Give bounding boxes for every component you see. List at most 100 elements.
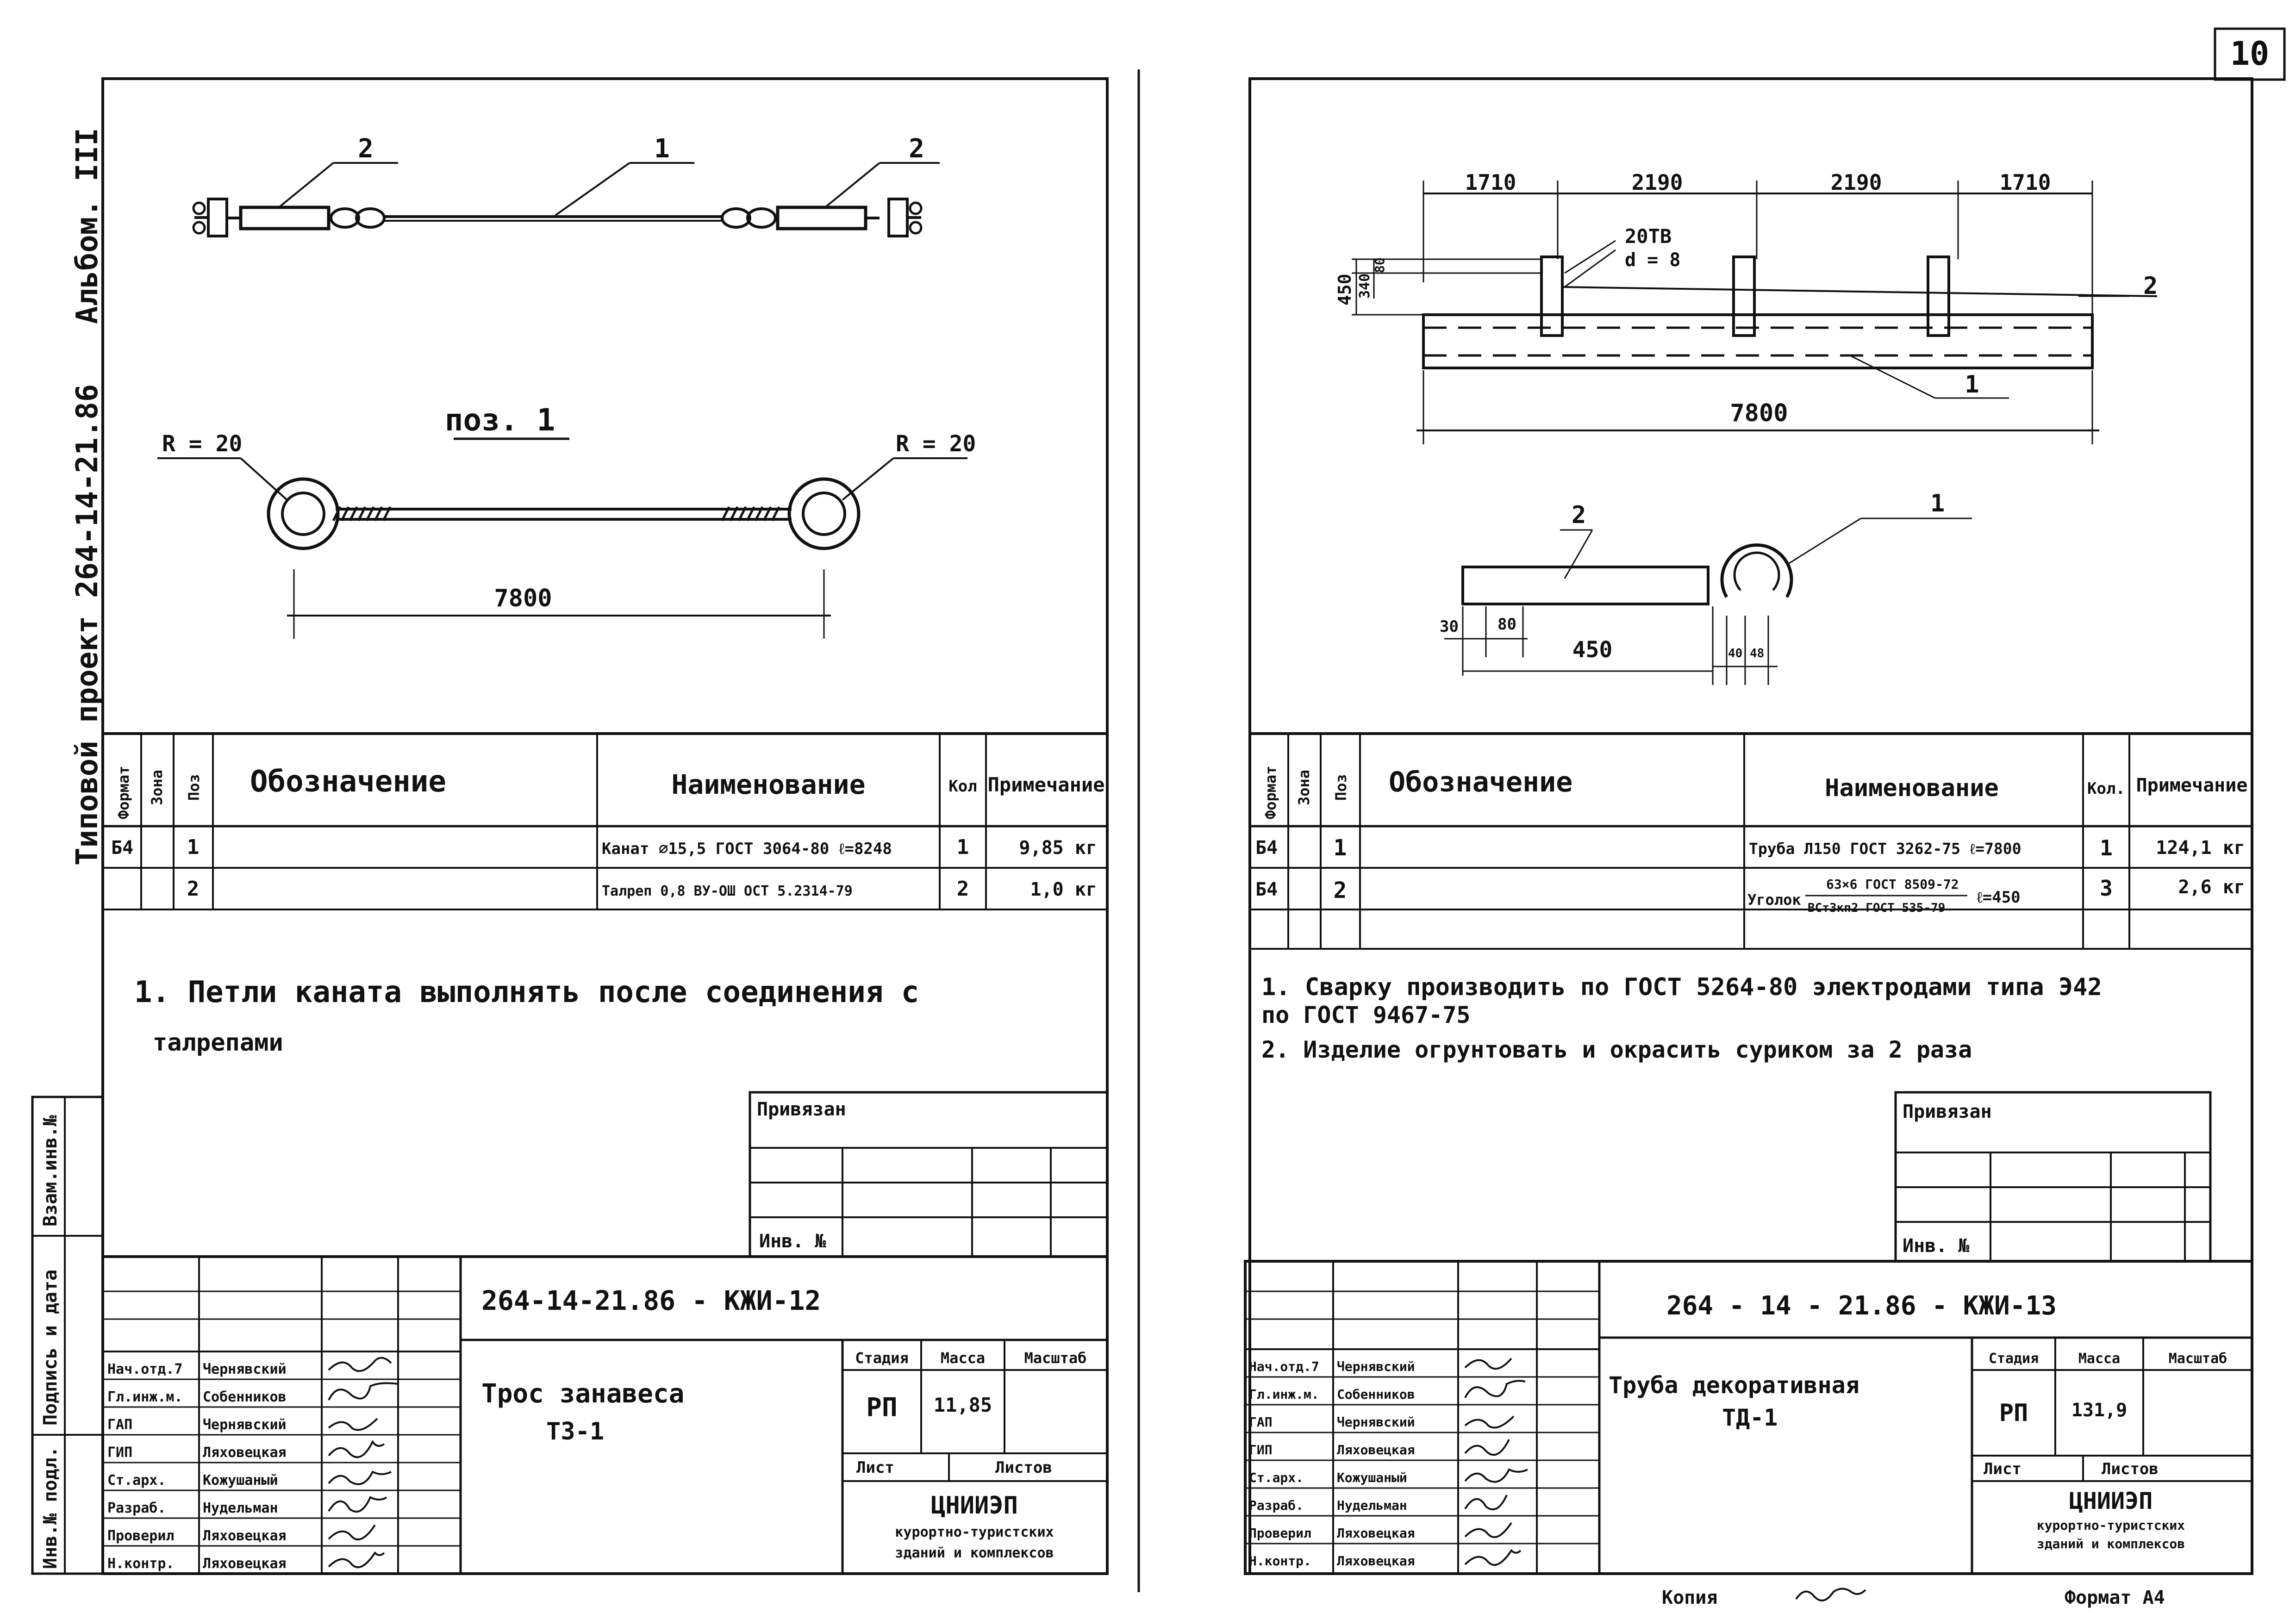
turnbuckle-left	[239, 206, 331, 230]
right-drawing-pipe: 1710 2190 2190 1710 450 340 80 20ТВ d = …	[1335, 170, 2158, 444]
spec-row2-pos: 2	[187, 877, 200, 901]
side-vzam: Взам.инв.№	[40, 1115, 61, 1227]
left-stadia: РП	[866, 1393, 897, 1423]
r-spec-row2-qty: 3	[2100, 876, 2113, 901]
hdr-designation: Обозначение	[250, 765, 446, 799]
right-org2: курортно-туристских	[2037, 1518, 2185, 1533]
dim-450: 450	[1335, 274, 1355, 305]
r-hdr-note: Примечание	[2136, 775, 2248, 796]
right-name-6: Нудельман	[1337, 1498, 1407, 1513]
left-name-7: Ляховецкая	[203, 1528, 287, 1544]
r-spec-row1-note: 124,1 кг	[2156, 837, 2245, 859]
left-name-2: Собенников	[203, 1389, 287, 1405]
right-listov-label: Листов	[2102, 1460, 2159, 1478]
spec-row1-format: Б4	[111, 837, 133, 859]
section-label-1: 1	[1930, 490, 1945, 517]
right-stamp-title2: ТД-1	[1722, 1404, 1778, 1431]
left-role-4: ГИП	[107, 1445, 132, 1461]
section-dim-450: 450	[1572, 637, 1613, 663]
right-role-3: ГАП	[1249, 1414, 1273, 1430]
right-stadia-label: Стадия	[1989, 1351, 2039, 1367]
left-role-8: Н.контр.	[107, 1556, 175, 1572]
r-spec-row1-format: Б4	[1255, 837, 1278, 859]
pos1-title: поз. 1	[445, 402, 555, 438]
pipe-label-2: 2	[2143, 272, 2158, 300]
r-spec-row2-bottom: ВСт3кп2 ГОСТ 535-79	[1808, 901, 1945, 915]
section-dim-30: 30	[1440, 617, 1459, 636]
copy-label: Копия	[1662, 1587, 1717, 1608]
right-stamp-title1: Труба декоративная	[1609, 1372, 1859, 1399]
radius-left: R = 20	[162, 431, 242, 457]
r-spec-row2-pos: 2	[1334, 878, 1347, 903]
right-name-3: Чернявский	[1337, 1414, 1415, 1430]
left-role-6: Разраб.	[107, 1500, 166, 1516]
left-org2: курортно-туристских	[895, 1524, 1054, 1540]
r-spec-row2-suffix: ℓ=450	[1977, 888, 2021, 907]
left-signatures	[328, 1357, 399, 1569]
left-masshtab-label: Масштаб	[1024, 1349, 1087, 1367]
dim-340: 340	[1357, 274, 1373, 299]
spec-row2-qty: 2	[957, 877, 969, 901]
left-massa: 11,85	[934, 1394, 992, 1416]
left-role-3: ГАП	[107, 1417, 132, 1433]
margin-project: Типовой проект 264-14-21.86	[70, 384, 105, 866]
right-massa: 131,9	[2071, 1400, 2127, 1421]
right-inv-no: Инв. №	[1903, 1235, 1970, 1257]
right-massa-label: Масса	[2078, 1351, 2120, 1367]
left-privyazan-box: Привязан Инв. №	[749, 1091, 1109, 1258]
left-label-2b: 2	[909, 134, 924, 164]
turnbuckle-right	[776, 206, 867, 230]
spec-row2-note: 1,0 кг	[1030, 879, 1098, 900]
spec-row1-pos: 1	[187, 835, 200, 859]
left-stamp-title2: ТЗ-1	[546, 1418, 604, 1445]
right-spec-table: Формат Зона Поз Обозначение Наименование…	[1250, 732, 2252, 950]
pipe-body	[1422, 313, 2094, 369]
page-number: 10	[2230, 35, 2269, 73]
left-label-1: 1	[654, 134, 670, 164]
left-listov-label: Листов	[995, 1458, 1052, 1477]
right-drawing-section: 2 1 30 80 450 40 48	[1440, 490, 1972, 685]
right-role-1: Нач.отд.7	[1249, 1359, 1319, 1374]
pipe-section	[1720, 543, 1793, 598]
r-hdr-name: Наименование	[1825, 774, 1999, 802]
left-drawing-pos1: поз. 1 R = 20 R = 20 7800	[157, 402, 976, 639]
r-spec-row1-qty: 1	[2100, 835, 2113, 860]
left-role-5: Ст.арх.	[107, 1472, 166, 1488]
spec-row2-name: Талреп 0,8 ВУ-ОШ ОСТ 5.2314-79	[602, 883, 853, 899]
left-list-label: Лист	[856, 1458, 894, 1477]
dim-80: 80	[1372, 257, 1387, 273]
left-drawing-assembly: 2 1 2	[192, 134, 940, 237]
hdr-note: Примечание	[988, 773, 1105, 796]
hole-label-2: d = 8	[1625, 249, 1680, 271]
right-note-2: по ГОСТ 9467-75	[1261, 1002, 1471, 1028]
right-role-2: Гл.инж.м.	[1249, 1387, 1319, 1402]
copy-signature	[1795, 1588, 1866, 1601]
hdr-format: Формат	[115, 766, 132, 819]
hdr-name: Наименование	[671, 769, 865, 800]
right-role-8: Н.контр.	[1249, 1553, 1311, 1569]
hdr-zone: Зона	[148, 770, 166, 805]
right-name-7: Ляховецкая	[1337, 1526, 1415, 1541]
right-name-4: Ляховецкая	[1337, 1442, 1415, 1457]
left-role-7: Проверил	[107, 1528, 175, 1544]
angle-section	[1461, 566, 1710, 605]
left-name-6: Нудельман	[203, 1500, 278, 1516]
dim-top-2: 2190	[1632, 170, 1683, 195]
left-spec-table: Формат Зона Поз Обозначение Наименование…	[103, 732, 1107, 910]
hdr-qty: Кол	[948, 777, 977, 796]
right-stadia: РП	[1999, 1399, 2028, 1427]
left-privyazan: Привязан	[757, 1099, 846, 1120]
right-name-1: Чернявский	[1337, 1359, 1415, 1374]
left-name-3: Чернявский	[203, 1417, 287, 1433]
radius-right: R = 20	[896, 431, 976, 457]
loop-left	[267, 477, 340, 550]
right-note-3: 2. Изделие огрунтовать и окрасить сурико…	[1261, 1036, 1972, 1063]
left-title-block: Нач.отд.7 Чернявский Гл.инж.м. Собеннико…	[101, 1255, 1109, 1575]
left-role-1: Нач.отд.7	[107, 1361, 183, 1377]
right-note-1: 1. Сварку производить по ГОСТ 5264-80 эл…	[1261, 973, 2102, 1001]
bracket-3	[1927, 255, 1950, 337]
hole-label-1: 20ТВ	[1625, 225, 1672, 248]
spec-row1-note: 9,85 кг	[1019, 837, 1097, 859]
left-note-2: талрепами	[153, 1029, 283, 1057]
